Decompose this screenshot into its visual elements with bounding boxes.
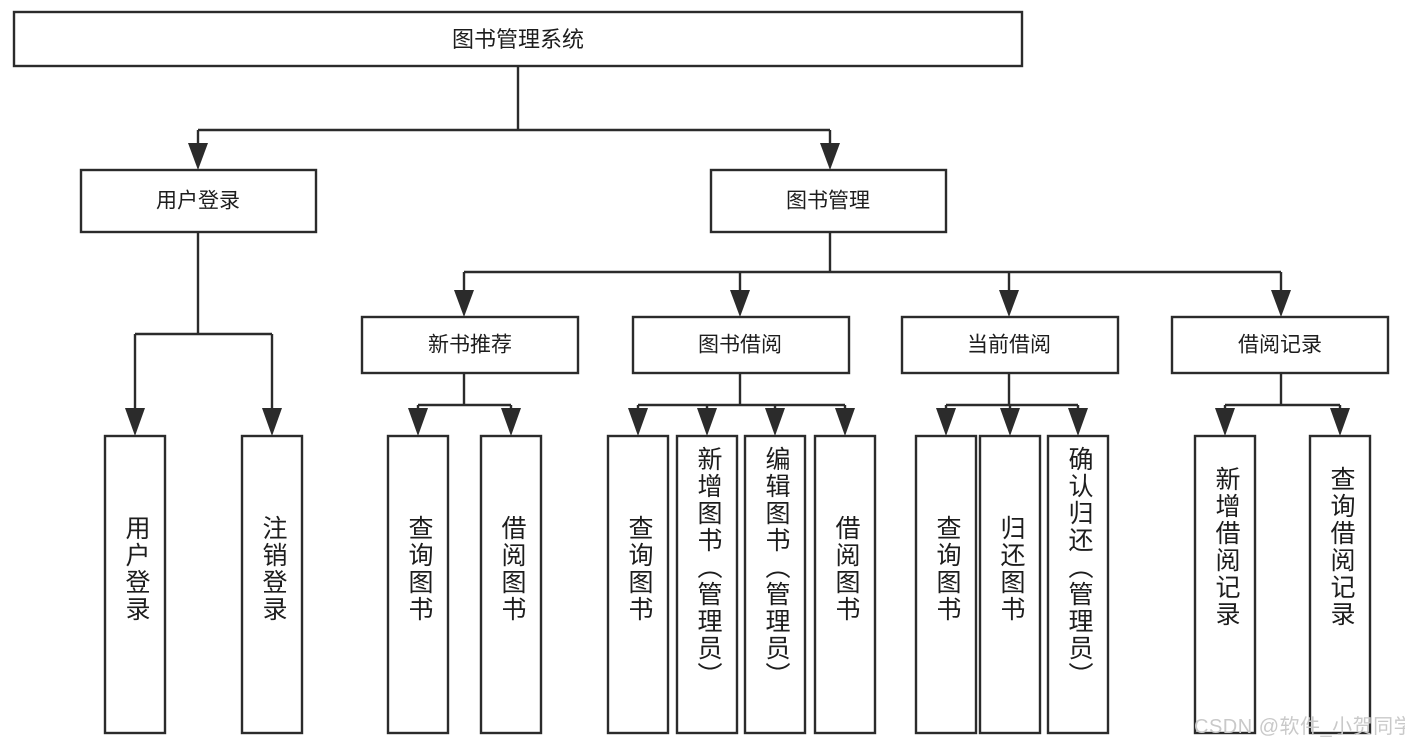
arrowhead-book-manage [820,143,840,170]
arrowhead-borrow-record [1271,290,1291,317]
node-new-book-box[interactable] [360,315,580,375]
leaf-book-borrow-4-box[interactable] [813,434,877,735]
node-book-borrow-box[interactable] [631,315,851,375]
arrowhead-leaf-borrow-1 [628,408,648,436]
leaf-user-login-2-box[interactable] [240,434,304,735]
arrowhead-leaf-current-1 [936,408,956,436]
arrowhead-leaf-record-1 [1215,408,1235,436]
leaf-current-borrow-3-box[interactable] [1046,434,1110,735]
node-borrow-record-label: 借阅记录 [1238,334,1322,357]
leaf-book-borrow-2-box[interactable] [675,434,739,735]
arrowhead-leaf-current-2 [1000,408,1020,436]
arrowhead-book-borrow [730,290,750,317]
node-root-label: 图书管理系统 [452,27,584,52]
arrowhead-user-login [188,143,208,170]
leaf-new-book-1-box[interactable] [386,434,450,735]
node-current-borrow-box[interactable] [900,315,1120,375]
arrowhead-leaf-user-2 [262,408,282,436]
leaf-borrow-record-2-box[interactable] [1308,434,1372,735]
arrowhead-new-book [454,290,474,317]
leaf-book-borrow-1-box[interactable] [606,434,670,735]
node-book-manage-box[interactable] [709,168,948,234]
arrowhead-leaf-borrow-4 [835,408,855,436]
node-box-group [12,10,1390,735]
leaf-borrow-record-1-box[interactable] [1193,434,1257,735]
arrowhead-leaf-user-1 [125,408,145,436]
csdn-watermark: CSDN @软件_小贺同学 [1194,716,1405,738]
arrowhead-leaf-borrow-2 [697,408,717,436]
node-user-login-label: 用户登录 [156,190,240,213]
arrowhead-leaf-newbook-2 [501,408,521,436]
node-current-borrow-label: 当前借阅 [967,334,1051,357]
arrowhead-current-borrow [999,290,1019,317]
arrowhead-leaf-record-2 [1330,408,1350,436]
arrowhead-leaf-borrow-3 [765,408,785,436]
node-label-group: 图书管理系统 用户登录 图书管理 新书推荐 图书借阅 当前借阅 借阅记录 [156,27,1322,357]
node-book-borrow-label: 图书借阅 [698,334,782,357]
node-book-manage-label: 图书管理 [786,190,870,213]
arrowhead-group [125,143,1350,436]
leaf-book-borrow-3-box[interactable] [743,434,807,735]
leaf-new-book-2-box[interactable] [479,434,543,735]
arrowhead-leaf-current-3 [1068,408,1088,436]
node-borrow-record-box[interactable] [1170,315,1390,375]
arrowhead-leaf-newbook-1 [408,408,428,436]
node-user-login-box[interactable] [79,168,318,234]
node-root-box[interactable] [12,10,1024,68]
leaf-current-borrow-1-box[interactable] [914,434,978,735]
leaf-current-borrow-2-box[interactable] [978,434,1042,735]
node-new-book-label: 新书推荐 [428,334,512,357]
leaf-user-login-1-box[interactable] [103,434,167,735]
